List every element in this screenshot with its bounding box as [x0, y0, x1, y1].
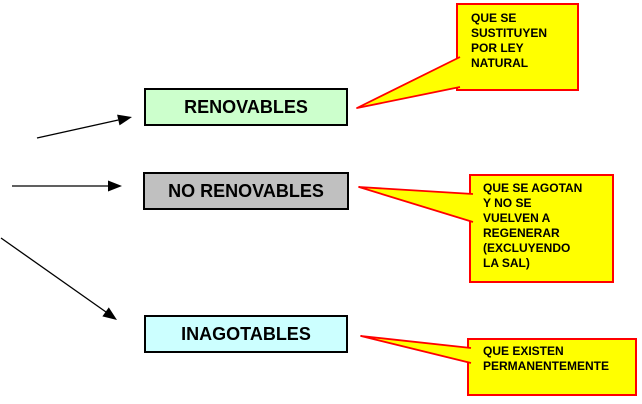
- category-box-no-renovables-shape: [143, 172, 349, 210]
- category-label-inagotables: INAGOTABLES: [181, 324, 311, 344]
- callout-note-renovables: QUE SE SUSTITUYEN POR LEY NATURAL: [471, 11, 548, 70]
- arrow-to-renovables: [36, 114, 132, 139]
- arrow-to-no-renovables: [12, 180, 122, 192]
- category-label-renovables: RENOVABLES: [184, 97, 308, 117]
- callout-bubble-inagotables: [360, 335, 637, 396]
- callout-bubble-no-renovables: [358, 174, 614, 283]
- callout-bubble-renovables: [356, 3, 579, 109]
- callout-note-inagotables: QUE EXISTEN PERMANENTEMENTE: [483, 344, 610, 373]
- category-label-no-renovables: NO RENOVABLES: [168, 181, 324, 201]
- arrow-to-inagotables: [0, 237, 117, 320]
- callout-note-no-renovables: QUE SE AGOTAN Y NO SE VUELVEN A REGENERA…: [483, 181, 583, 270]
- category-box-renovables-shape: [144, 88, 348, 126]
- category-box-inagotables-shape: [144, 315, 348, 353]
